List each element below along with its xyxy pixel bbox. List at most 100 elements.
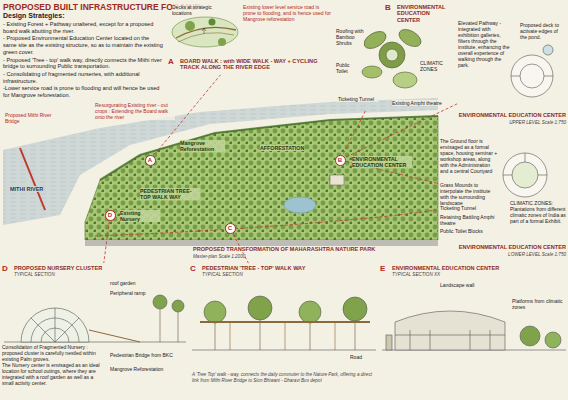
node-heading: C — [190, 264, 196, 273]
lower-level-plan-drawing — [503, 153, 547, 197]
section-label: Mangrove Reforestation — [110, 366, 182, 372]
nursery-section-drawing — [31, 308, 79, 342]
eec-plan — [361, 26, 424, 88]
eec-section-drawing — [382, 311, 566, 350]
plan-label: Existing Amphi theatre — [392, 100, 450, 106]
walkway-section-drawing — [192, 296, 376, 350]
leader-connector — [104, 221, 109, 263]
node-text: PROPOSED NURSERY CLUSTER — [14, 265, 184, 271]
nursery-section-drawing — [4, 295, 186, 342]
nursery-section-drawing — [89, 330, 140, 342]
node-heading: PROPOSED TRANSFORMATION OF MAHARASHTRA N… — [193, 246, 438, 252]
lower-level-plan-drawing — [503, 153, 547, 175]
node-text: -Lower service road is prone to flooding… — [3, 85, 163, 98]
master-plan-map — [3, 98, 438, 246]
master-plan-map — [284, 197, 316, 213]
node-text: The Nursery center is envisaged as an id… — [2, 362, 102, 386]
node-text: UPPER LEVEL Scale 1:750 — [458, 120, 566, 126]
node-heading: D — [108, 212, 112, 218]
node-text: - Consolidating of fragmented nurseries,… — [3, 71, 163, 84]
section-label: Landscape wall — [440, 282, 474, 288]
node-heading: Elevated Pathway - integrated with exhib… — [458, 20, 512, 68]
walkway-section-drawing — [343, 297, 367, 321]
plan-label: Public Toilet Blocks — [440, 228, 504, 234]
walkway-section-drawing — [299, 301, 321, 323]
node-text: TYPICAL SECTION — [202, 272, 372, 278]
node-text: TYPICAL SECTION XX — [392, 272, 562, 278]
node-heading: D — [2, 264, 8, 273]
node-heading: A — [168, 57, 174, 66]
eec-section-drawing — [545, 332, 561, 348]
node-text: Master-plan Scale 1:2000 — [193, 254, 245, 260]
nursery-section-drawing — [153, 295, 167, 309]
boardwalk-sketch — [185, 21, 195, 31]
leader-connector — [343, 111, 365, 154]
zone-label: PEDESTRIAN TREE-TOP WALK WAY — [140, 188, 200, 200]
zone-label: ENVIRONMENTAL EDUCATION CENTER — [352, 156, 412, 168]
eec-plan — [379, 42, 405, 68]
map-note: Resurgurating Existing river - out crops… — [95, 102, 175, 120]
river-name: MITHI RIVER — [10, 186, 43, 192]
walkway-section-drawing — [204, 301, 226, 323]
eec-plan-panel: BENVIRONMENTAL EDUCATION CENTER — [335, 2, 453, 110]
walkway-section-drawing — [192, 350, 376, 351]
eec-section-drawing — [395, 311, 505, 350]
plan-label: Ticketing Tunnel — [440, 205, 504, 211]
strategy-list: Design Strategies:- Existing Forest + Pa… — [3, 12, 163, 100]
eec-section-drawing — [395, 330, 505, 350]
node-text: ENVIRONMENTAL EDUCATION CENTER — [392, 265, 562, 271]
node-text: ENVIRONMENTAL EDUCATION CENTER — [458, 112, 566, 118]
eec-plan — [361, 28, 389, 52]
eec-section-drawing — [386, 335, 392, 350]
node-heading: E — [380, 264, 385, 273]
node-heading: B — [338, 157, 342, 163]
walkway-section-drawing — [215, 320, 355, 350]
upper-level-plan-drawing — [511, 76, 553, 77]
plan-label: CLIMATIC ZONES — [420, 60, 452, 72]
eec-plan — [362, 66, 382, 78]
section-label: Pedestrian Bridge from BKC — [110, 352, 182, 358]
node-heading: B — [385, 3, 391, 12]
boardwalk-sketch — [202, 28, 206, 34]
node-text: CLIMATIC ZONES: Plantations from differe… — [510, 200, 566, 224]
master-plan-map — [85, 116, 438, 240]
section-label: Platforms from climatic zones — [512, 298, 564, 310]
lower-level-panel: The Ground floor is envisaged as a forma… — [440, 138, 566, 260]
node-text: LOWER LEVEL Scale 1:750 — [440, 252, 566, 258]
plan-label: Retaining Battling Amphi theatre — [440, 214, 504, 226]
plan-label: Ticketing Tunnel — [338, 96, 378, 102]
node-text: - Proposed 'Tree - top' walk way, direct… — [3, 57, 163, 70]
map-callout: A — [145, 155, 156, 166]
plan-label: Proposed deck to activate edges of the p… — [520, 22, 566, 40]
upper-level-plan-drawing — [543, 45, 553, 55]
master-plan-map — [20, 148, 45, 210]
node-text: - Proposed Environmental Education Cente… — [3, 35, 163, 55]
upper-level-plan-drawing — [520, 64, 544, 88]
map-callout: B — [335, 155, 346, 166]
upper-level-plan-drawing — [511, 45, 553, 97]
eec-plan — [396, 26, 424, 50]
node-text: BOARD WALK : with WIDE WALK - WAY + CYCL… — [180, 58, 330, 71]
node-heading: The Ground floor is envisaged as a forma… — [440, 138, 498, 174]
node-text: PEDESTRIAN 'TREE - TOP' WALK WAY — [202, 265, 372, 271]
boardwalk-sketch — [209, 19, 216, 26]
lower-level-plan-drawing — [512, 162, 538, 188]
master-plan-map — [100, 116, 438, 180]
eec-section-drawing — [520, 326, 540, 346]
node-text: TYPICAL SECTION — [14, 272, 184, 278]
plan-label: Roofing with Bamboo Shrubs — [336, 28, 364, 46]
master-plan-map — [95, 210, 436, 236]
node-heading: A — [148, 157, 152, 163]
node-heading: Design Strategies: — [3, 12, 163, 19]
section-label: Peripheral ramp — [110, 290, 146, 296]
lower-level-plan-drawing — [503, 153, 547, 197]
master-plan: PROPOSED TRANSFORMATION OF MAHARASHTRA N… — [3, 100, 438, 262]
boardwalk-sketch — [172, 17, 238, 47]
poster-title: PROPOSED BUILT INFRASTRUCTURE FOR MNP — [3, 2, 200, 12]
boardwalk-sketch — [172, 17, 238, 47]
eec-plan — [393, 72, 417, 88]
node-text: Grass Mounds to interpolate the institut… — [440, 182, 495, 206]
node-text: ENVIRONMENTAL EDUCATION CENTER — [440, 244, 566, 250]
boardwalk-sketch — [218, 38, 226, 46]
section-label: roof garden — [110, 280, 136, 286]
